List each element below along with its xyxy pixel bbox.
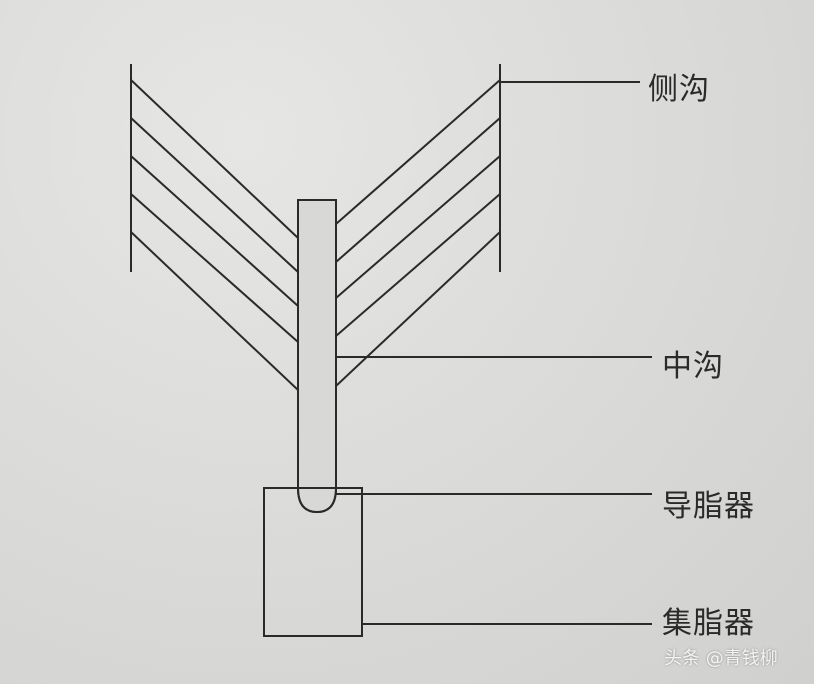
- watermark: 头条 @青钱柳: [664, 648, 778, 669]
- left-diagonal-line: [130, 155, 299, 307]
- right-diagonal-line: [335, 117, 501, 263]
- right-diagonal-line: [335, 79, 501, 225]
- grease-collector-label: 集脂器: [662, 606, 755, 641]
- right-diagonal-grooves: [335, 79, 501, 387]
- grease-collector-box: [263, 487, 363, 637]
- left-diagonal-grooves: [130, 79, 299, 391]
- right-diagonal-line: [335, 231, 501, 387]
- right-diagonal-line: [335, 155, 501, 299]
- left-diagonal-line: [130, 193, 299, 343]
- side-groove-label: 侧沟: [648, 72, 710, 107]
- left-diagonal-line: [130, 117, 299, 273]
- middle-groove-label: 中沟: [662, 349, 724, 384]
- grease-guide-cup: [297, 487, 337, 514]
- left-diagonal-line: [130, 231, 299, 391]
- middle-groove-slot: [297, 199, 337, 514]
- right-diagonal-line: [335, 193, 501, 337]
- grease-guide-label: 导脂器: [662, 489, 755, 524]
- left-diagonal-line: [130, 79, 299, 239]
